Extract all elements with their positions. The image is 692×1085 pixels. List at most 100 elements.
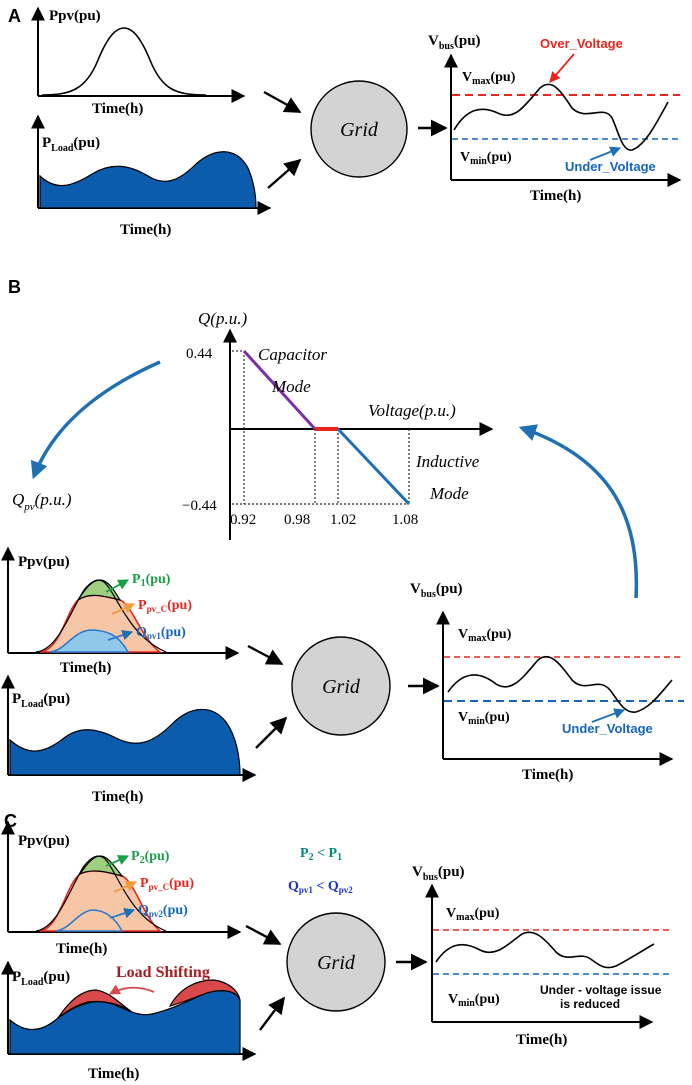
- c-p2-arrow: [105, 855, 129, 867]
- panel-b: B Q(p.u.) Voltage(p.u.) Capacitor Mode I…: [0, 277, 684, 805]
- c-shift-area-1: [57, 989, 133, 1019]
- c-vbus-curve: [435, 931, 655, 969]
- b-inductive-label-2: Mode: [429, 484, 469, 503]
- a-vmin-label: Vmin(pu): [460, 150, 512, 167]
- c-compare-q: Qpv1 < Qpv2: [288, 879, 353, 895]
- c-p2-area: [78, 855, 124, 878]
- c-pload-label: PLoad(pu): [12, 969, 70, 988]
- b-qpv1-arrow: [107, 629, 134, 641]
- a-load-chart: PLoad(pu) Time(h): [31, 114, 272, 238]
- panel-b-label: B: [8, 277, 21, 297]
- b-inductive-segment: [336, 427, 411, 506]
- b-ytick-0: 0.44: [186, 346, 213, 362]
- c-grid-label: Grid: [317, 952, 356, 974]
- c-load-shifting-label: Load Shifting: [116, 964, 210, 981]
- a-under-voltage-label: Under_Voltage: [565, 159, 656, 174]
- a-grid-circle: [310, 80, 408, 178]
- b-xtick-0: 0.92: [230, 512, 256, 528]
- b-load-time-label: Time(h): [92, 789, 143, 805]
- a-pload-label: PLoad(pu): [42, 135, 100, 154]
- panel-c: C Ppv(pu) P2(pu) Ppv_C(pu) Qpv2(pu) Time…: [0, 811, 672, 1082]
- b-qv-chart: Q(p.u.) Voltage(p.u.) Capacitor Mode Ind…: [182, 309, 494, 540]
- c-load-time-label: Time(h): [88, 1066, 139, 1082]
- c-qpv2-label: Qpv2(pu): [138, 903, 188, 919]
- b-capacitor-label-2: Mode: [271, 377, 311, 396]
- c-ppv-label: Ppv(pu): [18, 833, 70, 849]
- a-vmax-label: Vmax(pu): [462, 70, 516, 87]
- b-ppv-chart: Ppv(pu) P1(pu) Ppv_C(pu) Qpv1(pu) Time(h…: [0, 546, 240, 676]
- b-qpv-label: Qpv(p.u.): [12, 490, 72, 513]
- a-vbus-time-label: Time(h): [530, 188, 581, 204]
- b-q-axis-label: Q(p.u.): [198, 309, 247, 328]
- b-p1-label: P1(pu): [132, 572, 171, 589]
- b-ppvc-label: Ppv_C(pu): [138, 598, 192, 614]
- b-vbus-label: Vbus(pu): [410, 581, 463, 600]
- a-ppv-chart: Ppv(pu) Time(h): [31, 6, 246, 117]
- c-ppv-chart: Ppv(pu) P2(pu) Ppv_C(pu) Qpv2(pu) Time(h…: [0, 820, 242, 957]
- c-vbus-label: Vbus(pu): [412, 864, 465, 883]
- panel-a-label: A: [8, 6, 21, 26]
- c-ppv-time-label: Time(h): [56, 941, 107, 957]
- b-xtick-3: 1.08: [392, 512, 418, 528]
- a-vbus-curve: [453, 83, 669, 151]
- c-arrow-ppv-grid: [245, 924, 282, 946]
- c-arrow-load-grid: [259, 996, 286, 1031]
- b-ppv-outline: [35, 579, 167, 653]
- b-qpv1-area: [49, 629, 130, 653]
- c-shift-area-2: [168, 979, 241, 1007]
- c-p2-label: P2(pu): [131, 849, 170, 866]
- b-xtick-1: 0.98: [284, 512, 310, 528]
- b-capacitor-label-1: Capacitor: [258, 345, 327, 364]
- b-vbus-chart: Vbus(pu) Vmax(pu) Vmin(pu) Under_Voltage…: [410, 581, 684, 783]
- b-grid-label: Grid: [322, 676, 361, 698]
- b-grid-circle: [291, 636, 391, 736]
- c-vbus-chart: Vbus(pu) Vmax(pu) Vmin(pu) Under - volta…: [412, 864, 672, 1048]
- c-ppvc-arrow: [113, 881, 137, 893]
- c-ppvc-label: Ppv_C(pu): [140, 876, 194, 892]
- panel-a: A Ppv(pu) Time(h) PLoad(pu) Time(h) Grid: [8, 6, 682, 238]
- b-vmax-label: Vmax(pu): [458, 627, 512, 644]
- b-load-area: [9, 708, 241, 776]
- c-load-chart: PLoad(pu) Load Shifting Time(h): [0, 960, 257, 1082]
- c-load-shifting-arrow: [109, 984, 155, 995]
- panel-c-label: C: [4, 811, 17, 831]
- c-vbus-time-label: Time(h): [516, 1032, 567, 1048]
- a-load-time-label: Time(h): [120, 222, 171, 238]
- b-arrow-ppv-grid: [247, 644, 284, 666]
- c-load-area: [9, 990, 241, 1055]
- c-ppv-outline: [35, 855, 167, 932]
- c-grid-circle: [286, 912, 386, 1012]
- b-under-voltage-label: Under_Voltage: [562, 721, 653, 736]
- b-qpv1-label: Qpv1(pu): [136, 625, 186, 641]
- b-vbus-time-label: Time(h): [522, 767, 573, 783]
- b-load-chart: PLoad(pu) Time(h): [0, 674, 257, 805]
- b-p1-area: [77, 579, 122, 601]
- a-arrow-load-grid: [267, 158, 302, 189]
- b-under-voltage-arrow: [591, 708, 626, 723]
- c-under-issue-line-2: is reduced: [560, 997, 620, 1011]
- b-curved-arrow-right: [518, 424, 639, 599]
- c-compare-p: P2 < P1: [300, 846, 342, 863]
- c-qpv2-area: [55, 909, 124, 932]
- c-vmin-label: Vmin(pu): [448, 992, 500, 1009]
- a-vbus-label: Vbus(pu): [428, 33, 481, 52]
- c-vmax-label: Vmax(pu): [446, 906, 500, 923]
- a-ppv-time-label: Time(h): [92, 101, 143, 117]
- b-pload-label: PLoad(pu): [12, 691, 70, 710]
- c-qpv2-arrow: [109, 907, 136, 919]
- b-ppv-label: Ppv(pu): [18, 554, 70, 570]
- b-capacitor-segment: [242, 349, 317, 431]
- b-p1-arrow: [105, 579, 129, 593]
- a-under-voltage-arrow: [589, 146, 622, 161]
- a-grid-label: Grid: [340, 119, 379, 141]
- a-load-area: [39, 151, 257, 209]
- a-over-voltage-arrow: [549, 53, 575, 83]
- b-arrow-load-grid: [255, 716, 288, 749]
- c-under-issue-line-1: Under - voltage issue: [540, 983, 662, 997]
- b-ppvc-arrow: [111, 603, 135, 615]
- b-ytick-1: −0.44: [182, 498, 217, 514]
- a-over-voltage-label: Over_Voltage: [540, 36, 623, 51]
- b-inductive-label-1: Inductive: [415, 452, 480, 471]
- a-arrow-ppv-grid: [263, 90, 302, 114]
